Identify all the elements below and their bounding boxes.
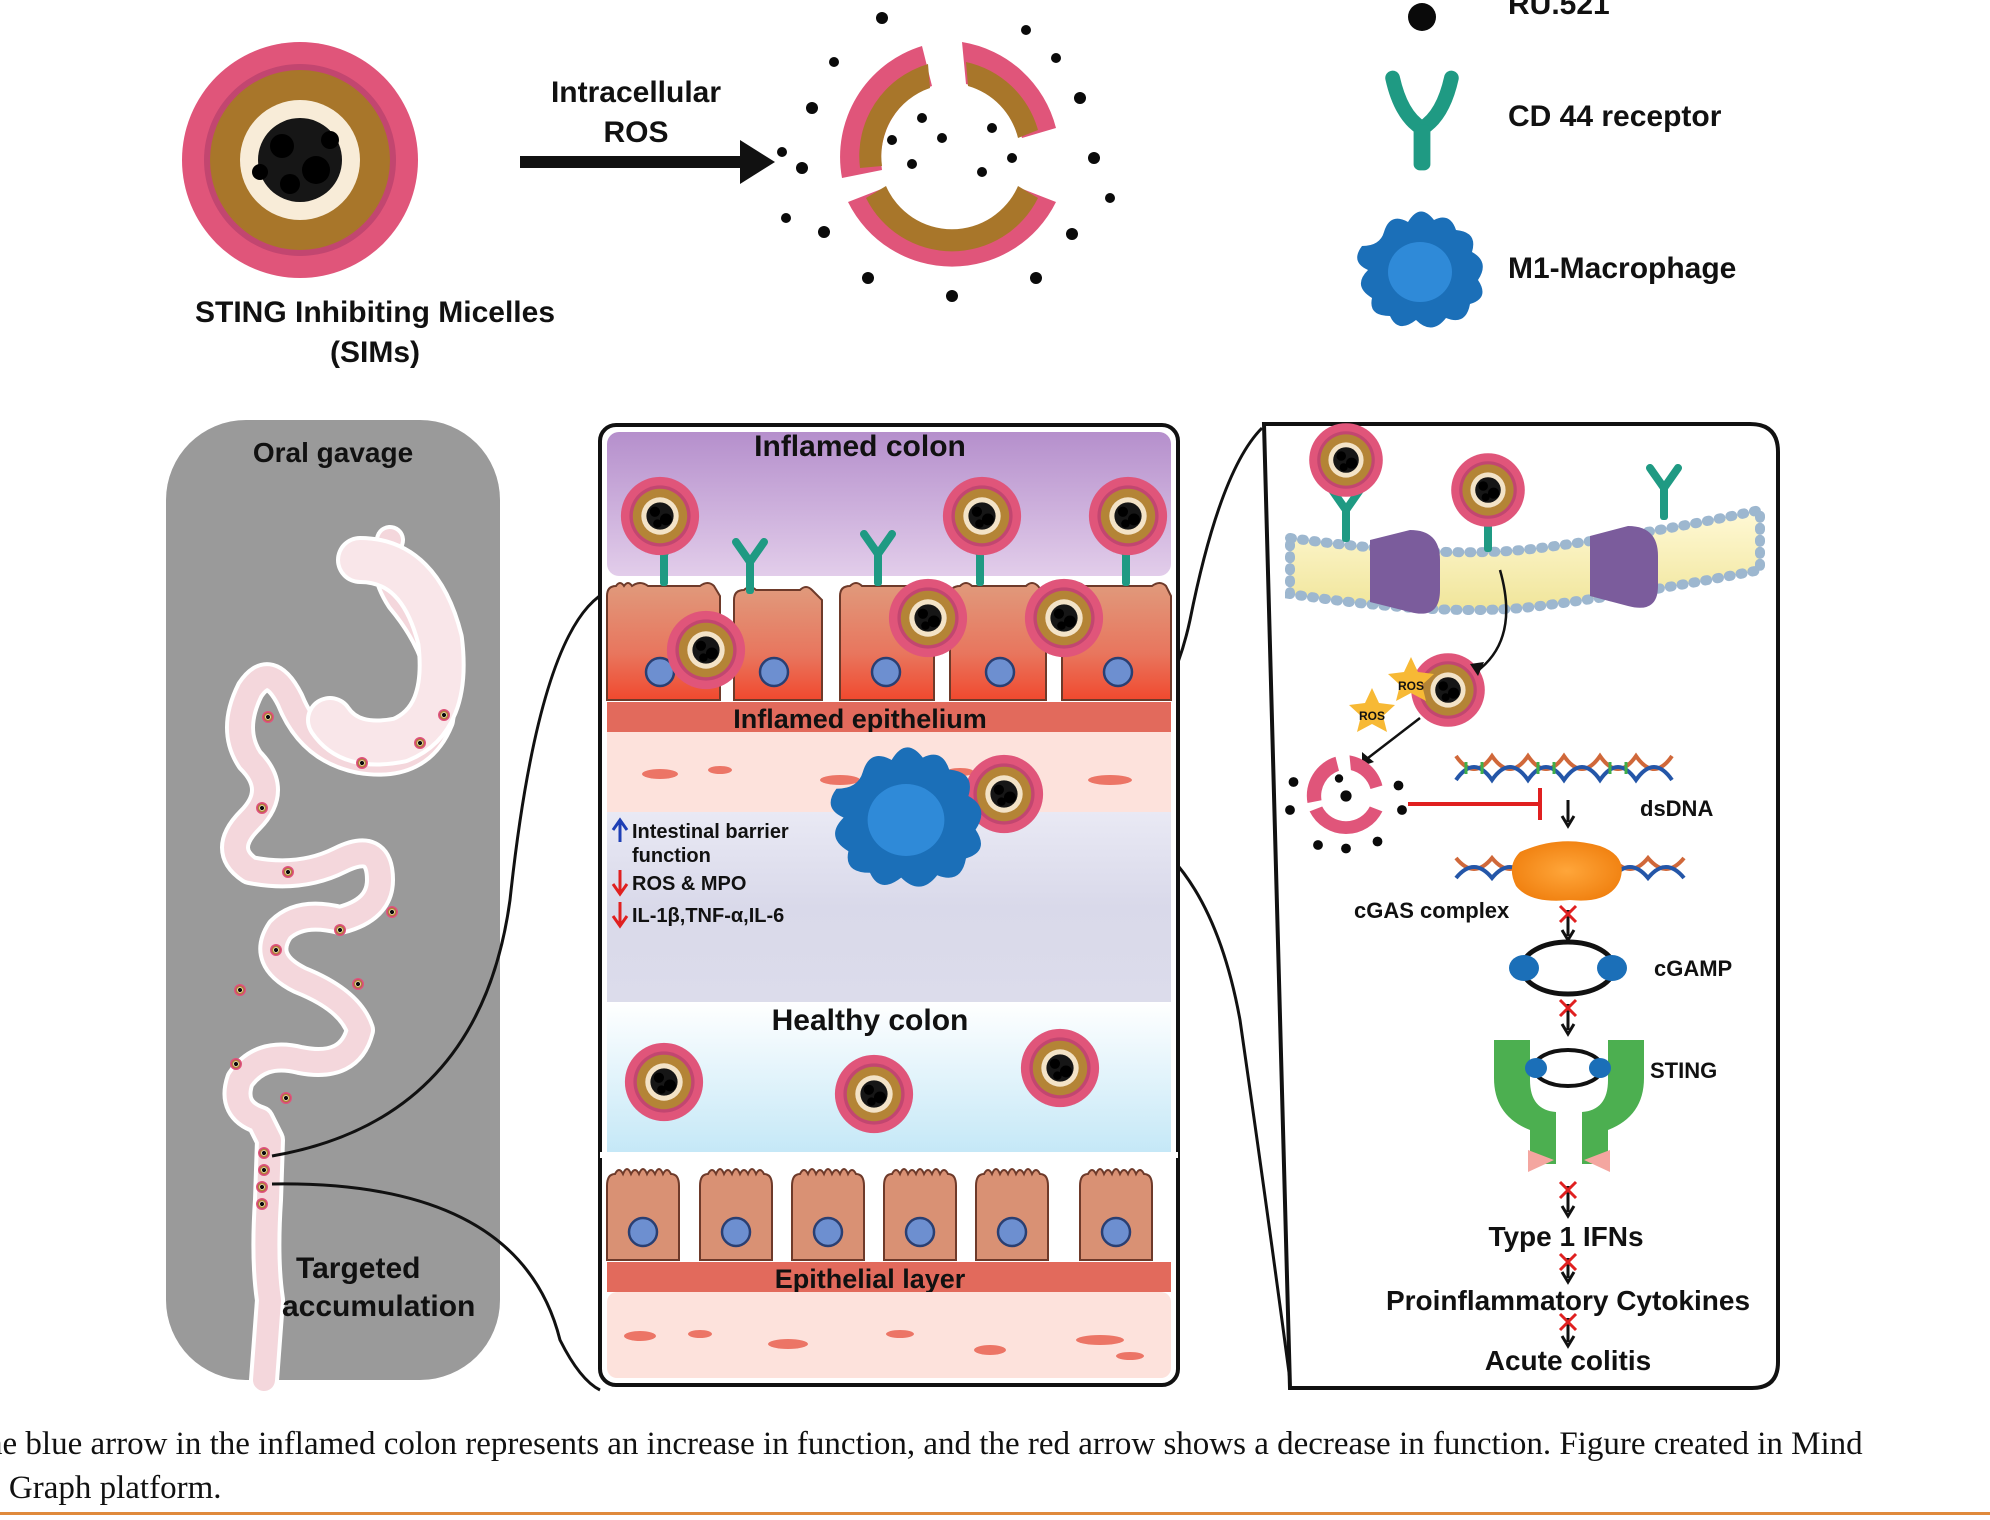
ros-label-2: ROS	[1359, 709, 1385, 723]
type1-ifn-label: Type 1 IFNs	[1488, 1221, 1643, 1252]
micelle-intact	[182, 42, 418, 278]
cgamp-molecule	[1509, 939, 1627, 997]
cytokines-label: Proinflammatory Cytokines	[1386, 1285, 1750, 1316]
legend-macrophage-label: M1-Macrophage	[1508, 252, 1736, 285]
effect-up-line1: Intestinal barrier	[632, 821, 789, 843]
gavage-title: Oral gavage	[253, 437, 413, 468]
caption-rule	[0, 1512, 1990, 1515]
colon-panel: Inflamed colon Inflamed epithelium	[598, 423, 1180, 1387]
dsdna-helix	[1454, 752, 1674, 784]
legend: RU.521 CD 44 receptor M1-Macrophage	[1357, 0, 1736, 328]
oral-gavage-panel: Oral gavage Targeted accu	[166, 420, 500, 1395]
dsdna-label: dsDNA	[1640, 796, 1713, 821]
cell-membrane	[1285, 503, 1765, 615]
trigger-line1: Intracellular	[551, 76, 721, 109]
cgas-label: cGAS complex	[1354, 898, 1510, 923]
micelle-name-line1: STING Inhibiting Micelles	[195, 296, 555, 329]
micelle-disrupted	[777, 12, 1115, 302]
m1-macrophage-icon	[1357, 211, 1483, 328]
micelle-name-line2: (SIMs)	[330, 336, 420, 369]
figure-caption: he blue arrow in the inflamed colon repr…	[0, 1422, 1990, 1510]
healthy-colon-title: Healthy colon	[772, 1004, 969, 1037]
blocked-steps	[1558, 904, 1578, 1349]
legend-receptor-label: CD 44 receptor	[1508, 100, 1722, 133]
inflamed-colon-title: Inflamed colon	[754, 430, 966, 463]
inhibition-line	[1408, 788, 1542, 820]
legend-drug-label: RU.521	[1508, 0, 1610, 21]
inflamed-epithelium-cells	[606, 582, 1172, 701]
caption-line-1: he blue arrow in the inflamed colon repr…	[0, 1426, 1863, 1462]
sting-pathway-panel: ROS ROS	[1261, 422, 1780, 1390]
m1-macrophage	[830, 747, 982, 887]
effect-down-1: ROS & MPO	[632, 873, 746, 895]
sting-protein	[1494, 1040, 1644, 1172]
trigger-line2: ROS	[603, 116, 668, 149]
cgas-complex	[1454, 841, 1686, 901]
ros-stars	[1349, 657, 1434, 732]
effect-up-line2: function	[632, 845, 711, 867]
gastrointestinal-tract	[220, 525, 466, 1395]
ros-trigger-arrow	[520, 140, 775, 184]
inflamed-epithelium-label: Inflamed epithelium	[733, 704, 987, 734]
cgamp-label: cGAMP	[1654, 956, 1732, 981]
micelle-released	[1285, 755, 1407, 854]
cd44-receptor-icon	[1385, 70, 1459, 171]
caption-line-2: e Graph platform.	[0, 1470, 222, 1506]
effects-list: Intestinal barrier function ROS & MPO IL…	[611, 817, 789, 929]
gavage-result-line2: accumulation	[282, 1290, 475, 1323]
effect-down-2: IL-1β,TNF-α,IL-6	[632, 905, 784, 927]
gavage-result-line1: Targeted	[296, 1252, 420, 1285]
sting-label: STING	[1650, 1058, 1717, 1083]
drug-dot-icon	[1408, 3, 1436, 31]
colitis-label: Acute colitis	[1485, 1345, 1651, 1376]
ros-label-1: ROS	[1398, 679, 1424, 693]
epithelial-layer-label: Epithelial layer	[775, 1264, 966, 1294]
